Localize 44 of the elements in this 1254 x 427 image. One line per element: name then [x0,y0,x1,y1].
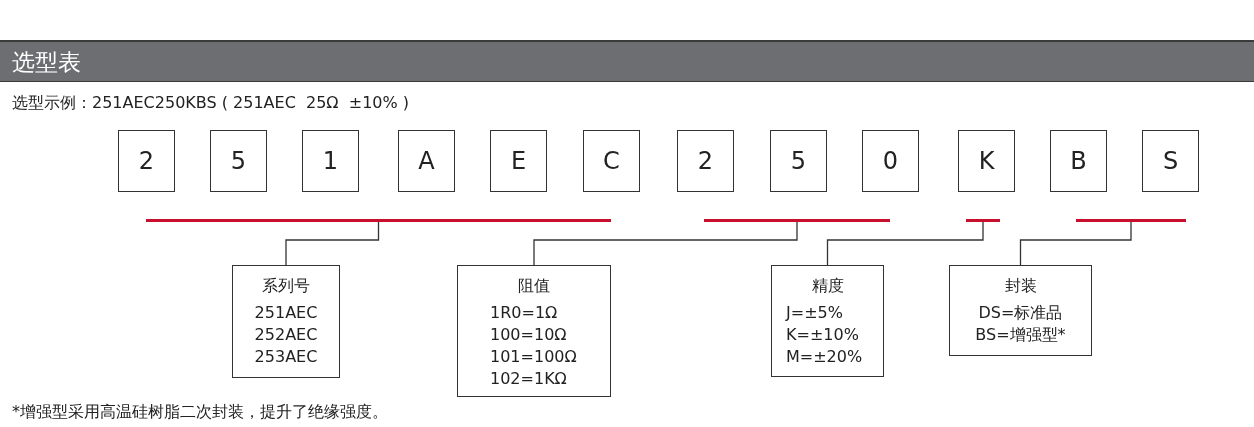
underline-bar [146,219,611,222]
code-meaning: DS=标准品 [977,302,1064,324]
category-heading: 精度 [810,276,845,297]
code-meaning: M=±20% [785,346,864,368]
code-box: 1 [302,130,359,192]
code-meaning: 253AEC [253,346,319,368]
leader-line [285,221,380,266]
category-heading: 阻值 [517,276,551,297]
code-box: A [398,130,455,192]
code-box: C [583,130,640,192]
footnote-text: *增强型采用高温硅树脂二次封装，提升了绝缘强度。 [12,402,388,423]
category-box [771,265,884,377]
code-meaning: 101=100Ω [489,346,578,368]
code-meaning: J=±5% [784,302,844,324]
leader-line [533,221,798,266]
code-box: 2 [118,130,175,192]
code-meaning: 100=10Ω [489,324,568,346]
title-text: 选型表 [12,48,81,77]
title-band [0,40,1254,82]
underline-bar [1076,219,1186,222]
category-box [949,265,1092,356]
code-box: S [1142,130,1199,192]
category-heading: 系列号 [261,276,311,297]
code-box: E [490,130,547,192]
code-meaning: 1R0=1Ω [489,302,559,324]
code-box: 0 [862,130,919,192]
code-box: 5 [210,130,267,192]
code-box: 2 [677,130,734,192]
code-meaning: 252AEC [253,324,319,346]
code-meaning: K=±10% [785,324,860,346]
underline-bar [704,219,890,222]
underline-bar [966,219,1000,222]
code-meaning: 102=1KΩ [489,368,568,390]
code-meaning: BS=增强型* [974,324,1067,346]
leader-line [1019,221,1132,266]
code-box: B [1050,130,1107,192]
code-box: 5 [770,130,827,192]
category-heading: 封装 [1003,276,1038,297]
category-box [457,265,611,397]
category-box [232,265,340,378]
code-meaning: 251AEC [253,302,319,324]
code-box: K [958,130,1015,192]
example-text: 选型示例：251AEC250KBS ( 251AEC 25Ω ±10% ) [12,93,410,114]
leader-line [826,221,984,266]
